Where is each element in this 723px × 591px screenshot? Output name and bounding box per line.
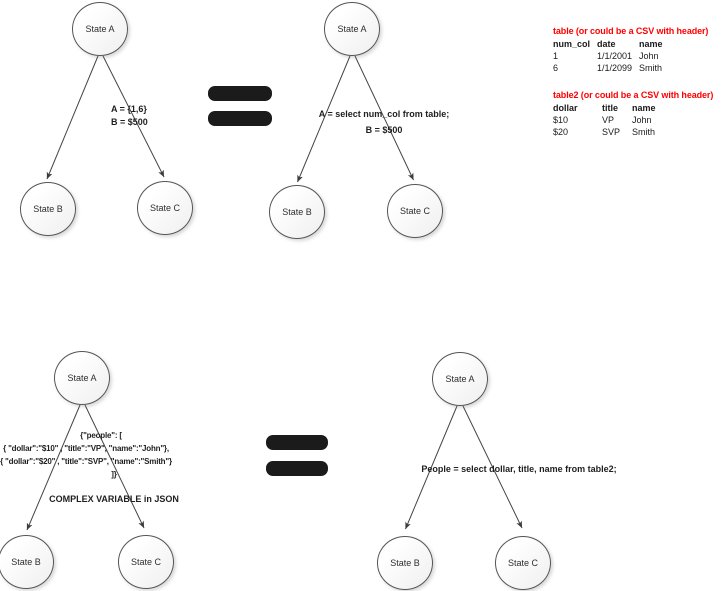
annotation-line: A = {1,6} — [111, 104, 147, 114]
t1-node-state-c: State C — [137, 181, 193, 235]
table-header-cell: num_col — [553, 39, 591, 49]
equals-bar — [266, 435, 328, 450]
node-label: State C — [149, 203, 180, 213]
table-cell: Smith — [632, 126, 656, 137]
node-label: State C — [507, 558, 538, 568]
annotation-line: A = select num_col from table; — [318, 109, 450, 119]
t3-node-state-a: State A — [54, 351, 110, 405]
equals-bar — [266, 461, 328, 476]
node-label: State A — [337, 24, 367, 34]
table-cell: VP — [602, 114, 615, 125]
t4-annotation: People = select dollar, title, name from… — [421, 464, 617, 474]
table-2: table2 (or could be a CSV with header) d… — [553, 89, 723, 138]
t4-node-state-b: State B — [377, 536, 433, 590]
t3-node-state-b: State B — [0, 535, 54, 589]
annotation-line: { "dollar":"$10" , "title":"VP", "name":… — [3, 444, 169, 453]
t1-node-state-a: State A — [72, 2, 128, 56]
t2-annotation: A = select num_col from table; B = $500 — [319, 107, 449, 138]
annotation-line: B = $500 — [365, 124, 403, 135]
t3-node-state-c: State C — [118, 535, 174, 589]
table-header-cell: title — [602, 103, 619, 113]
table-1: table (or could be a CSV with header) nu… — [553, 25, 723, 74]
t2-node-state-a: State A — [324, 2, 380, 56]
table-cell: 1 — [553, 50, 559, 61]
table-cell: Smith — [639, 62, 663, 73]
t3-caption: COMPLEX VARIABLE in JSON — [49, 494, 179, 504]
node-label: State B — [11, 557, 41, 567]
table-cell: John — [632, 114, 652, 125]
table-1-title: table (or could be a CSV with header) — [553, 26, 709, 36]
table-cell: 1/1/2099 — [597, 62, 633, 73]
node-label: State C — [399, 206, 430, 216]
edge-arrow — [84, 404, 145, 529]
node-label: State A — [67, 373, 97, 383]
table-header-cell: dollar — [553, 103, 578, 113]
table-2-title: table2 (or could be a CSV with header) — [553, 90, 714, 100]
node-label: State B — [390, 558, 420, 568]
table-cell: 1/1/2001 — [597, 50, 633, 61]
t4-node-state-c: State C — [495, 536, 551, 590]
t1-node-state-b: State B — [20, 182, 76, 236]
t2-node-state-b: State B — [269, 185, 325, 239]
table-header-cell: name — [639, 39, 663, 49]
table-header-cell: name — [632, 103, 656, 113]
table-cell: SVP — [602, 126, 621, 137]
t1-annotation: A = {1,6} B = $500 — [111, 103, 148, 129]
annotation-line: {"people": [ — [80, 431, 122, 440]
table-cell: $10 — [553, 114, 569, 125]
table-cell: John — [639, 50, 659, 61]
table-header-cell: date — [597, 39, 616, 49]
edge-arrow — [46, 55, 99, 180]
equals-bar — [208, 86, 272, 101]
equals-bar — [208, 111, 272, 126]
annotation-line: ]} — [111, 470, 117, 479]
annotation-line: { "dollar":"$20" , "title":"SVP", "name"… — [0, 457, 172, 466]
table-cell: $20 — [553, 126, 569, 137]
t4-node-state-a: State A — [432, 352, 488, 406]
node-label: State C — [130, 557, 161, 567]
node-label: State A — [85, 24, 115, 34]
table-cell: 6 — [553, 62, 559, 73]
node-label: State B — [33, 204, 63, 214]
table-2-grid: dollar title name $10 VP John $20 SVP Sm… — [553, 103, 723, 138]
node-label: State A — [445, 374, 475, 384]
table-1-grid: num_col date name 1 1/1/2001 John 6 1/1/… — [553, 39, 723, 74]
edge-arrow — [26, 404, 81, 531]
node-label: State B — [282, 207, 312, 217]
annotation-line: B = $500 — [111, 117, 148, 127]
t2-node-state-c: State C — [387, 184, 443, 238]
